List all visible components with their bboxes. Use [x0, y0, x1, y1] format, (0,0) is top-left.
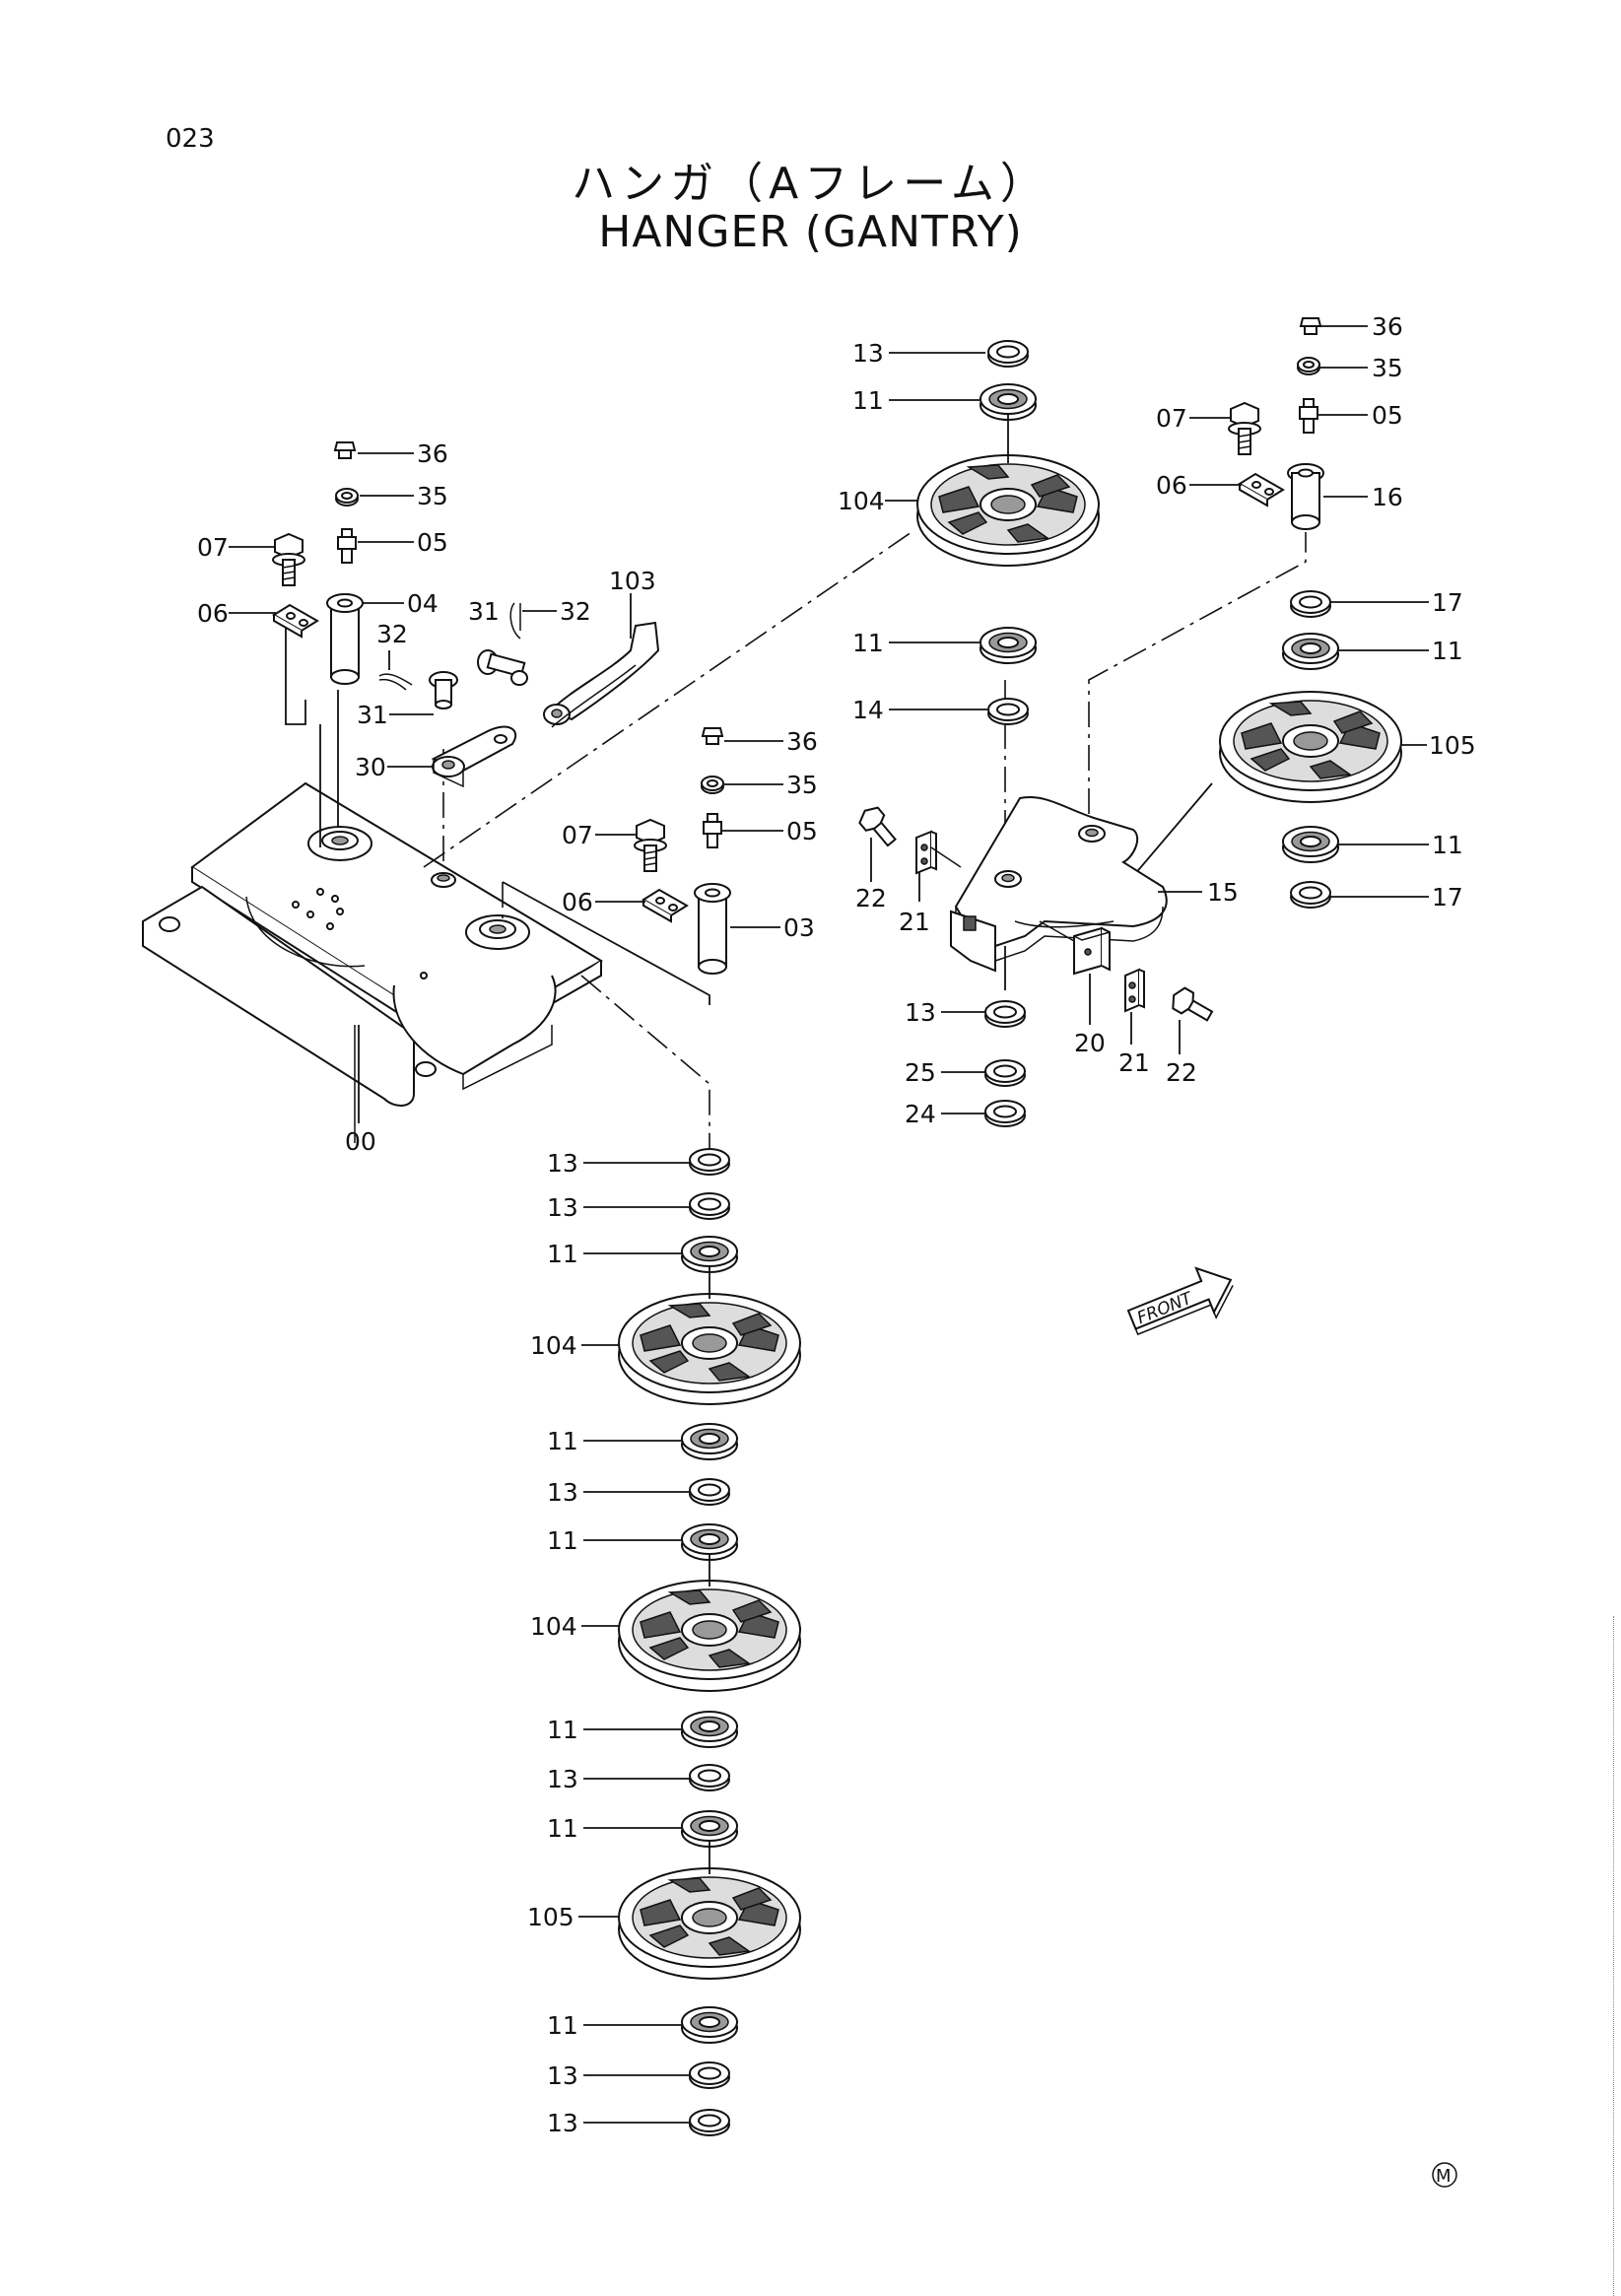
label-07-mid: 07: [562, 821, 593, 849]
label-07: 07: [197, 533, 229, 562]
label-13-tc: 13: [852, 339, 884, 368]
label-35-tr: 35: [1372, 354, 1403, 382]
label-22-right: 22: [1166, 1058, 1197, 1087]
label-32-right: 32: [560, 597, 591, 626]
label-105-s: 105: [527, 1903, 574, 1931]
label-05: 05: [417, 528, 448, 557]
label-06: 06: [197, 599, 229, 628]
bracket-assembly: [950, 796, 1168, 973]
label-13-s1: 13: [547, 1149, 578, 1178]
label-14: 14: [852, 696, 884, 724]
label-11-s6: 11: [547, 2011, 578, 2040]
label-05-tr: 05: [1372, 401, 1403, 430]
label-21-right: 21: [1118, 1048, 1150, 1077]
label-21-left: 21: [899, 908, 930, 936]
scan-margin-rule: [1613, 1616, 1615, 2296]
label-05-mid: 05: [786, 817, 818, 845]
label-07-tr: 07: [1156, 404, 1187, 433]
label-13-s2: 13: [547, 1193, 578, 1222]
label-13-s5: 13: [547, 2061, 578, 2090]
label-06-mid: 06: [562, 888, 593, 916]
label-104-s1: 104: [530, 1331, 577, 1360]
title-english: HANGER (GANTRY): [598, 207, 1023, 257]
label-31-left: 31: [357, 701, 388, 729]
label-11-s1: 11: [547, 1240, 578, 1268]
label-17-top: 17: [1432, 588, 1463, 617]
label-105-tr: 105: [1429, 731, 1476, 760]
page-number: 023: [166, 124, 215, 154]
label-11-tc: 11: [852, 386, 884, 415]
m-mark-text: M: [1436, 2166, 1452, 2187]
title-japanese: ハンガ（Aフレーム）: [572, 159, 1049, 209]
gantry-frame: [142, 781, 603, 1143]
label-36-tr: 36: [1372, 312, 1403, 341]
label-15: 15: [1207, 878, 1239, 907]
label-11-s2: 11: [547, 1427, 578, 1455]
label-00: 00: [345, 1127, 376, 1156]
label-16: 16: [1372, 483, 1403, 511]
label-25: 25: [905, 1058, 936, 1087]
label-30: 30: [355, 753, 386, 781]
label-104-s2: 104: [530, 1612, 577, 1641]
label-11-s3: 11: [547, 1526, 578, 1555]
label-104-tc: 104: [838, 487, 885, 515]
label-11-tr2: 11: [1432, 831, 1463, 859]
label-13-s6: 13: [547, 2109, 578, 2137]
label-36: 36: [417, 439, 448, 468]
label-32-left: 32: [376, 620, 408, 648]
label-36-mid: 36: [786, 727, 818, 756]
label-13-br: 13: [905, 998, 936, 1027]
label-31-right: 31: [468, 597, 500, 626]
label-06-tr: 06: [1156, 471, 1187, 500]
label-35-mid: 35: [786, 771, 818, 799]
m-mark-icon: M: [1432, 2162, 1457, 2188]
label-11-s4: 11: [547, 1716, 578, 1744]
label-103: 103: [609, 567, 656, 595]
label-22-left: 22: [855, 884, 887, 912]
label-11-tr: 11: [1432, 637, 1463, 665]
label-11-s5: 11: [547, 1814, 578, 1843]
label-03: 03: [783, 913, 815, 942]
label-04: 04: [407, 589, 439, 618]
front-arrow-icon: FRONT: [1126, 1266, 1234, 1336]
label-17-bot: 17: [1432, 883, 1463, 912]
label-13-s4: 13: [547, 1765, 578, 1793]
label-13-s3: 13: [547, 1478, 578, 1507]
label-24: 24: [905, 1100, 936, 1128]
label-20: 20: [1074, 1029, 1106, 1057]
label-11-tc2: 11: [852, 629, 884, 657]
label-35: 35: [417, 482, 448, 510]
